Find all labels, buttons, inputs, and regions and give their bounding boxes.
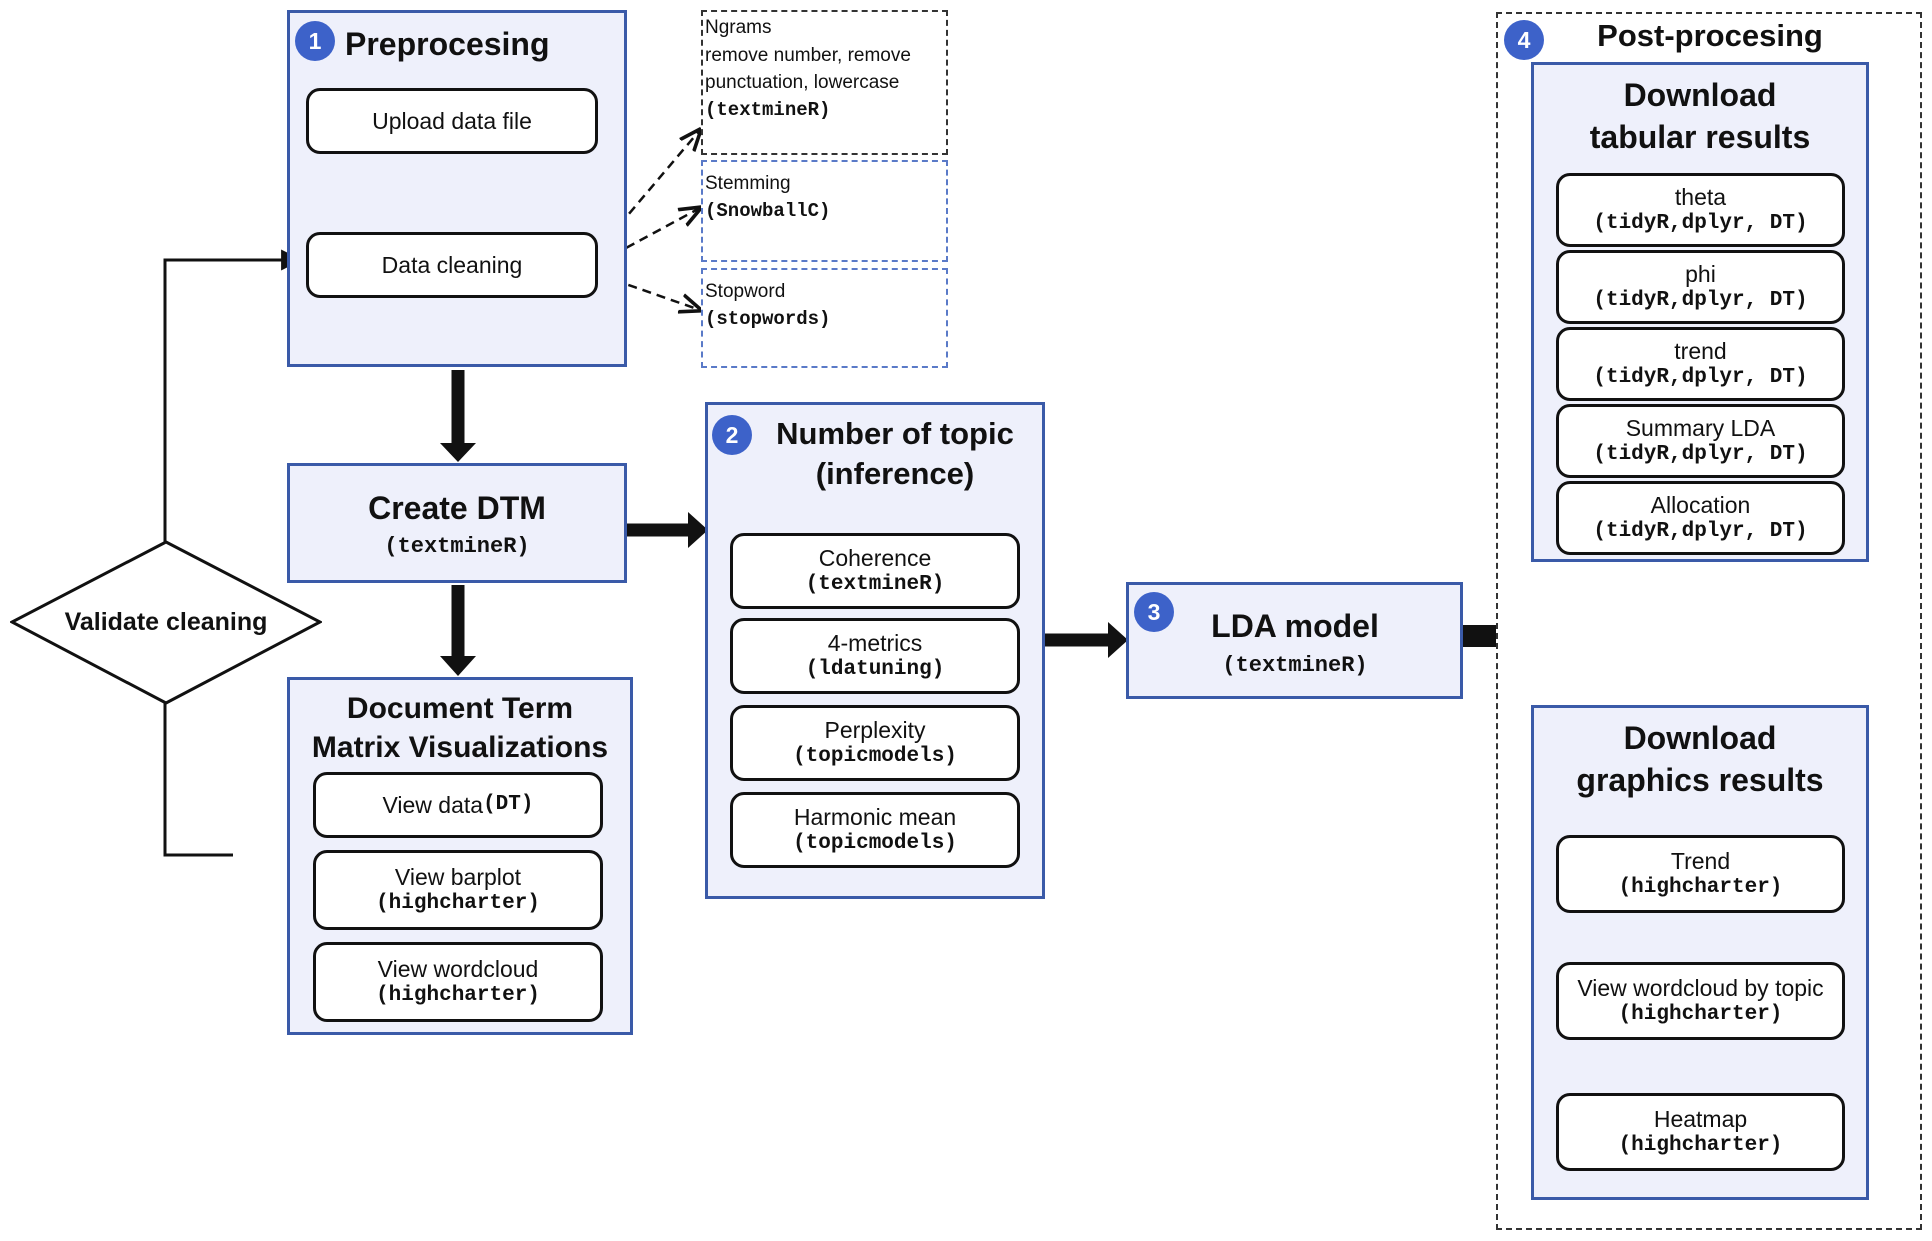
upload-data-label: Upload data file bbox=[372, 107, 532, 134]
summary-lda-pkg: (tidyR,dplyr, DT) bbox=[1593, 443, 1808, 467]
tabular-title-line2: tabular results bbox=[1589, 118, 1811, 155]
view-data-pkg: (DT) bbox=[483, 792, 534, 816]
trend-graphic-pkg: (highcharter) bbox=[1618, 876, 1783, 900]
lda-pkg: (textmineR) bbox=[1222, 653, 1368, 678]
allocation-button[interactable]: Allocation (tidyR,dplyr, DT) bbox=[1556, 481, 1845, 555]
four-metrics-pkg: (ldatuning) bbox=[805, 658, 945, 682]
trend-graphic-button[interactable]: Trend (highcharter) bbox=[1556, 835, 1845, 913]
heatmap-pkg: (highcharter) bbox=[1618, 1134, 1783, 1158]
graphics-title-line2: graphics results bbox=[1576, 761, 1824, 798]
stopword-label: Stopword bbox=[705, 281, 786, 302]
wordcloud-by-topic-pkg: (highcharter) bbox=[1618, 1003, 1783, 1027]
theta-label: theta bbox=[1674, 183, 1727, 210]
ngrams-pkg: (textmineR) bbox=[705, 98, 831, 121]
allocation-label: Allocation bbox=[1650, 491, 1751, 518]
arrowhead-dtm-to-viz bbox=[440, 656, 476, 676]
heatmap-label: Heatmap bbox=[1653, 1105, 1748, 1132]
stopword-note: Stopword (stopwords) bbox=[701, 276, 956, 335]
phi-button[interactable]: phi (tidyR,dplyr, DT) bbox=[1556, 250, 1845, 324]
coherence-pkg: (textmineR) bbox=[805, 573, 945, 597]
arrowhead-topics-to-lda bbox=[1108, 622, 1128, 658]
create-dtm-title: Create DTM bbox=[368, 490, 546, 526]
stopword-note-box bbox=[701, 268, 948, 368]
view-wordcloud-label: View wordcloud bbox=[377, 955, 539, 982]
stemming-note-box bbox=[701, 160, 948, 262]
four-metrics-button[interactable]: 4-metrics (ldatuning) bbox=[730, 618, 1020, 694]
wordcloud-by-topic-label: View wordcloud by topic bbox=[1577, 974, 1824, 1001]
trend-table-label: trend bbox=[1674, 337, 1727, 364]
stopword-pkg: (stopwords) bbox=[705, 307, 831, 330]
validate-label: Validate cleaning bbox=[64, 608, 268, 636]
view-data-button[interactable]: View data (DT) bbox=[313, 772, 603, 838]
step-badge-4: 4 bbox=[1504, 20, 1544, 60]
ngrams-line1: Ngrams bbox=[705, 17, 772, 38]
preprocessing-panel bbox=[287, 10, 627, 367]
coherence-button[interactable]: Coherence (textmineR) bbox=[730, 533, 1020, 609]
topics-title-line1: Number of topic bbox=[776, 416, 1014, 451]
tabular-title-line1: Download bbox=[1623, 77, 1777, 113]
upload-data-button[interactable]: Upload data file bbox=[306, 88, 598, 154]
coherence-label: Coherence bbox=[818, 544, 932, 571]
view-barplot-button[interactable]: View barplot (highcharter) bbox=[313, 850, 603, 930]
summary-lda-label: Summary LDA bbox=[1625, 414, 1776, 441]
harmonic-mean-pkg: (topicmodels) bbox=[793, 832, 957, 856]
create-dtm-pkg: (textmineR) bbox=[384, 534, 530, 559]
lda-title: LDA model bbox=[1211, 608, 1379, 644]
step-badge-2: 2 bbox=[712, 415, 752, 455]
stemming-pkg: (SnowballC) bbox=[705, 199, 831, 222]
view-wordcloud-button[interactable]: View wordcloud (highcharter) bbox=[313, 942, 603, 1022]
graphics-results-title: Download graphics results bbox=[1531, 718, 1869, 801]
theta-button[interactable]: theta (tidyR,dplyr, DT) bbox=[1556, 173, 1845, 247]
arrow-to-ngrams bbox=[600, 130, 700, 248]
tabular-results-title: Download tabular results bbox=[1531, 75, 1869, 158]
arrowhead-dtm-to-topics bbox=[688, 512, 708, 548]
create-dtm-panel bbox=[287, 463, 627, 583]
ngrams-line2: remove number, remove bbox=[705, 44, 911, 66]
trend-graphic-label: Trend bbox=[1670, 847, 1731, 874]
theta-pkg: (tidyR,dplyr, DT) bbox=[1593, 212, 1808, 236]
ngrams-note: Ngrams remove number, remove punctuation… bbox=[701, 12, 956, 126]
harmonic-mean-button[interactable]: Harmonic mean (topicmodels) bbox=[730, 792, 1020, 868]
phi-pkg: (tidyR,dplyr, DT) bbox=[1593, 289, 1808, 313]
lda-panel bbox=[1126, 582, 1463, 699]
dtm-viz-title-line2: Matrix Visualizations bbox=[311, 731, 609, 764]
four-metrics-label: 4-metrics bbox=[827, 629, 923, 656]
heatmap-button[interactable]: Heatmap (highcharter) bbox=[1556, 1093, 1845, 1171]
graphics-title-line1: Download bbox=[1623, 720, 1777, 756]
dtm-viz-title: Document Term Matrix Visualizations bbox=[287, 689, 633, 767]
data-cleaning-label: Data cleaning bbox=[381, 251, 523, 278]
perplexity-pkg: (topicmodels) bbox=[793, 745, 957, 769]
summary-lda-button[interactable]: Summary LDA (tidyR,dplyr, DT) bbox=[1556, 404, 1845, 478]
view-wordcloud-pkg: (highcharter) bbox=[376, 984, 540, 1008]
trend-table-button[interactable]: trend (tidyR,dplyr, DT) bbox=[1556, 327, 1845, 401]
post-processing-title: Post-procesing bbox=[1597, 18, 1823, 53]
ngrams-note-box bbox=[701, 10, 948, 155]
step-badge-1: 1 bbox=[295, 21, 335, 61]
harmonic-mean-label: Harmonic mean bbox=[793, 803, 957, 830]
validate-diamond bbox=[10, 540, 322, 705]
preprocessing-title: Preprocesing bbox=[345, 26, 550, 62]
topics-title: Number of topic (inference) bbox=[750, 414, 1040, 495]
step-badge-3: 3 bbox=[1134, 592, 1174, 632]
stemming-label: Stemming bbox=[705, 173, 791, 194]
arrowhead-preproc-to-dtm bbox=[440, 443, 476, 462]
view-barplot-label: View barplot bbox=[394, 863, 522, 890]
view-data-label: View data bbox=[382, 791, 484, 818]
topics-title-line2: (inference) bbox=[815, 456, 975, 492]
phi-label: phi bbox=[1685, 260, 1716, 287]
allocation-pkg: (tidyR,dplyr, DT) bbox=[1593, 520, 1808, 544]
trend-table-pkg: (tidyR,dplyr, DT) bbox=[1593, 366, 1808, 390]
perplexity-label: Perplexity bbox=[824, 716, 926, 743]
ngrams-line3: punctuation, lowercase bbox=[705, 72, 900, 94]
data-cleaning-button[interactable]: Data cleaning bbox=[306, 232, 598, 298]
wordcloud-by-topic-button[interactable]: View wordcloud by topic (highcharter) bbox=[1556, 962, 1845, 1040]
view-barplot-pkg: (highcharter) bbox=[376, 892, 540, 916]
dtm-viz-title-line1: Document Term bbox=[346, 692, 574, 725]
perplexity-button[interactable]: Perplexity (topicmodels) bbox=[730, 705, 1020, 781]
stemming-note: Stemming (SnowballC) bbox=[701, 168, 956, 227]
